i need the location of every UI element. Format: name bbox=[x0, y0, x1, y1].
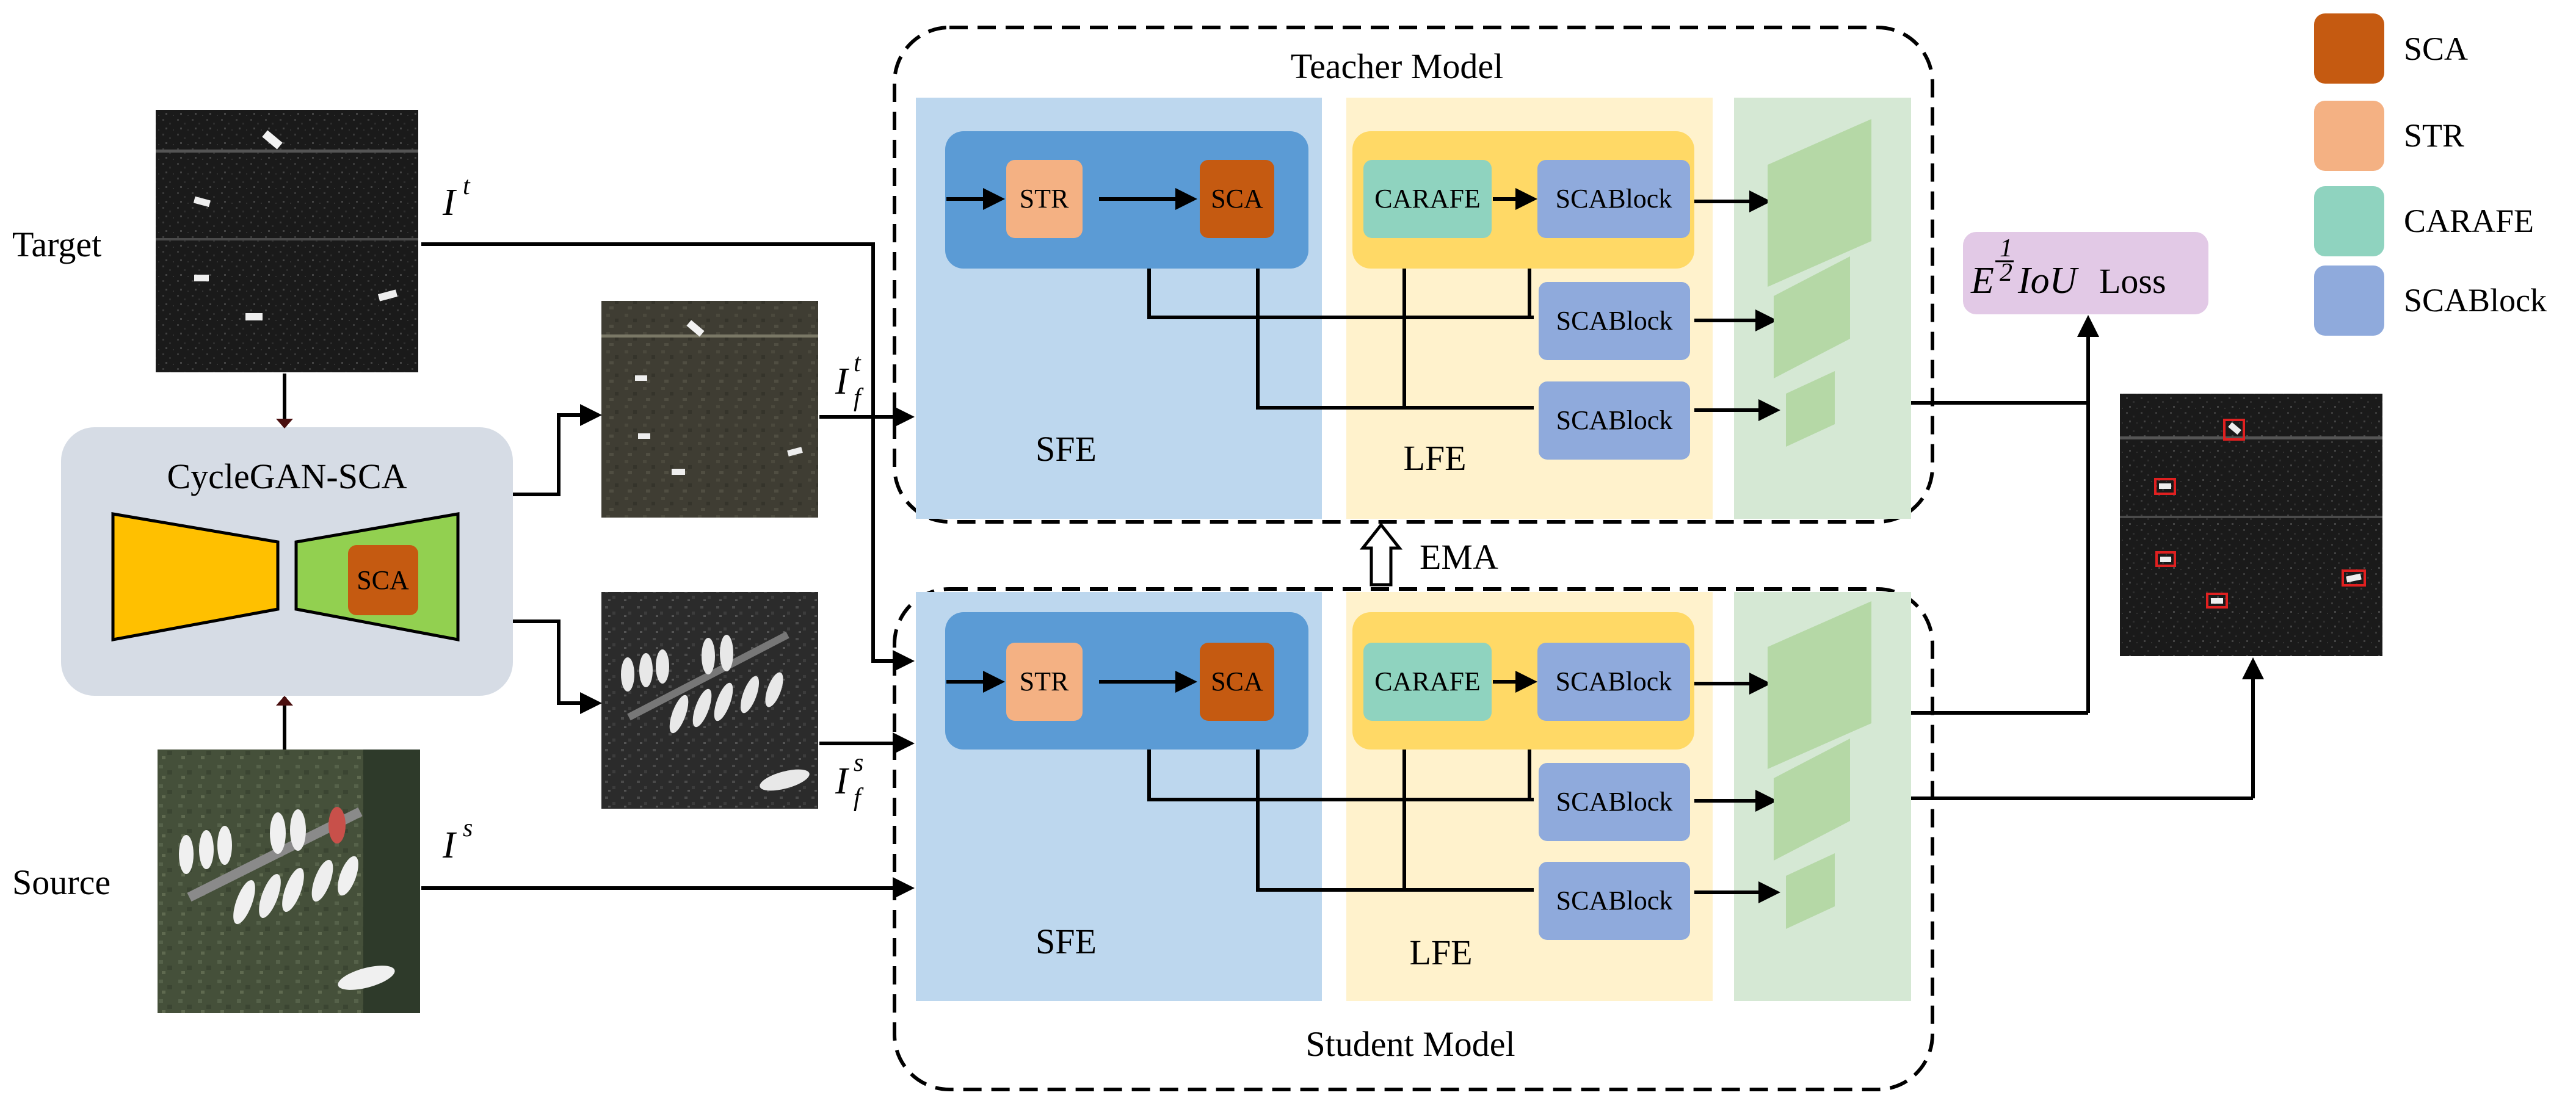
student-sca-label: SCA bbox=[1211, 666, 1263, 696]
teacher-feature-plate-2 bbox=[1774, 256, 1850, 378]
teacher-scablock1-box bbox=[1537, 160, 1690, 238]
svg-text:t: t bbox=[463, 172, 471, 200]
legend-swatch-carafe bbox=[2314, 186, 2384, 256]
source-image bbox=[158, 750, 420, 1013]
label-ift: I t f bbox=[835, 349, 864, 412]
svg-text:f: f bbox=[854, 784, 864, 812]
teacher-scablock3-box bbox=[1539, 381, 1690, 460]
student-sfe-label: SFE bbox=[1036, 922, 1097, 961]
svg-text:f: f bbox=[854, 384, 864, 412]
student-lfe-label: LFE bbox=[1409, 933, 1472, 972]
student-carafe-label: CARAFE bbox=[1374, 666, 1481, 696]
ema-arrow bbox=[1359, 522, 1403, 587]
legend-swatch-scablock bbox=[2314, 266, 2384, 336]
teacher-feature-plate-3 bbox=[1786, 371, 1835, 447]
teacher-str-label: STR bbox=[1020, 184, 1069, 214]
student-feature-plate-3 bbox=[1786, 853, 1835, 929]
teacher-sca-box bbox=[1200, 160, 1274, 238]
student-str-label: STR bbox=[1020, 666, 1069, 696]
teacher-model-title: Teacher Model bbox=[1291, 46, 1504, 86]
source-label: Source bbox=[12, 862, 111, 902]
svg-text:I: I bbox=[442, 182, 457, 223]
student-str-box bbox=[1006, 643, 1083, 721]
cyclegan-sca-label: SCA bbox=[357, 565, 409, 595]
ema-label: EMA bbox=[1420, 537, 1498, 577]
student-carafe-box bbox=[1363, 643, 1492, 721]
legend-label-carafe: CARAFE bbox=[2404, 203, 2534, 239]
encoder-shape bbox=[111, 512, 280, 642]
teacher-scablock1-label: SCABlock bbox=[1556, 184, 1672, 214]
fake-source-image bbox=[601, 592, 818, 809]
detection-output-image bbox=[2120, 394, 2382, 656]
loss-box bbox=[1963, 232, 2208, 314]
student-scablock1-label: SCABlock bbox=[1556, 666, 1672, 696]
teacher-feature-plate-1 bbox=[1768, 119, 1871, 287]
teacher-scablock3-label: SCABlock bbox=[1556, 405, 1673, 435]
student-scablock2-box bbox=[1539, 763, 1690, 841]
student-model-title: Student Model bbox=[1305, 1024, 1515, 1064]
target-image bbox=[156, 110, 418, 372]
label-is: I s bbox=[442, 814, 473, 866]
student-scablock3-box bbox=[1539, 862, 1690, 940]
legend-label-str: STR bbox=[2404, 117, 2464, 154]
svg-text:s: s bbox=[854, 749, 863, 777]
svg-text:1: 1 bbox=[2000, 234, 2012, 262]
svg-text:Loss: Loss bbox=[2099, 261, 2166, 301]
fake-target-image bbox=[601, 301, 818, 518]
cyclegan-sca-box bbox=[348, 545, 418, 615]
target-label: Target bbox=[12, 225, 101, 264]
teacher-scablock2-box bbox=[1539, 282, 1690, 360]
svg-text:2: 2 bbox=[2000, 259, 2012, 287]
cyclegan-title: CycleGAN-SCA bbox=[167, 457, 407, 496]
cyclegan-block: CycleGAN-SCA SCA bbox=[61, 427, 513, 696]
svg-text:IoU: IoU bbox=[2017, 260, 2080, 302]
legend-swatch-sca bbox=[2314, 13, 2384, 84]
student-feature-plate-2 bbox=[1774, 739, 1850, 861]
student-sca-box bbox=[1200, 643, 1274, 721]
teacher-sfe-label: SFE bbox=[1036, 429, 1097, 469]
teacher-sca-label: SCA bbox=[1211, 184, 1263, 214]
svg-text:t: t bbox=[854, 349, 862, 377]
label-ifs: I s f bbox=[835, 749, 864, 812]
student-feature-plate-1 bbox=[1768, 601, 1871, 769]
teacher-lfe-label: LFE bbox=[1403, 438, 1466, 478]
teacher-carafe-label: CARAFE bbox=[1374, 184, 1481, 214]
arrow-target-to-cyclegan bbox=[276, 419, 293, 428]
student-scablock1-box bbox=[1537, 643, 1690, 721]
svg-text:I: I bbox=[835, 760, 850, 802]
legend-label-sca: SCA bbox=[2404, 31, 2468, 67]
teacher-str-box bbox=[1006, 160, 1083, 238]
student-scablock3-label: SCABlock bbox=[1556, 886, 1673, 916]
legend-swatch-str bbox=[2314, 101, 2384, 171]
teacher-carafe-box bbox=[1363, 160, 1492, 238]
svg-text:I: I bbox=[835, 361, 850, 402]
teacher-model-frame bbox=[893, 26, 1934, 524]
label-it: I t bbox=[442, 172, 471, 223]
student-model-frame bbox=[893, 587, 1934, 1091]
student-scablock2-label: SCABlock bbox=[1556, 787, 1673, 817]
teacher-scablock2-label: SCABlock bbox=[1556, 306, 1673, 336]
arrow-source-to-cyclegan bbox=[276, 696, 293, 706]
legend-label-scablock: SCABlock bbox=[2404, 282, 2547, 319]
svg-text:E: E bbox=[1970, 260, 1994, 302]
svg-text:I: I bbox=[442, 825, 457, 866]
svg-text:s: s bbox=[463, 814, 473, 842]
loss-label: E 1 2 IoU Loss bbox=[1970, 234, 2166, 302]
legend: SCA STR CARAFE SCABlock bbox=[2314, 13, 2547, 336]
